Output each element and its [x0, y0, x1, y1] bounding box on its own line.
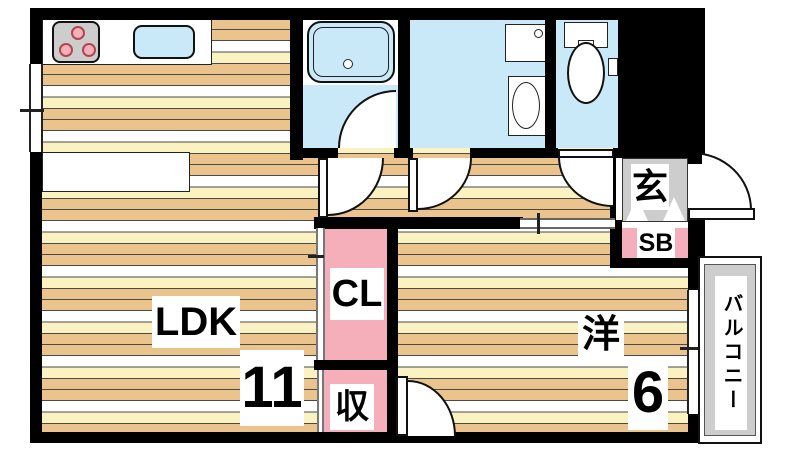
kitchen-sink-icon: [133, 25, 195, 59]
wall-right-lower: [688, 412, 700, 443]
service-shaft-block: [618, 8, 705, 158]
vanity-basin-icon: [512, 82, 540, 129]
island-counter: [42, 152, 190, 192]
wall-cl-right: [387, 217, 398, 443]
ldk-label: LDK: [152, 296, 240, 348]
wall-cl-top: [314, 217, 398, 229]
wall-left-lower: [30, 150, 42, 443]
ldk-size-label: 11: [240, 350, 304, 426]
entry-door-leaf: [688, 208, 755, 220]
wall-washroom-toilet: [545, 8, 556, 158]
storage-label: 収: [330, 384, 374, 430]
wall-sb-bottom: [610, 258, 705, 268]
toilet-bowl-icon: [567, 42, 605, 104]
western-room-door-leaf: [396, 376, 408, 436]
wall-left-upper: [30, 8, 42, 66]
bathtub-icon: [307, 21, 395, 83]
wall-entry-stub-top: [688, 152, 702, 164]
genkan-label: 玄: [631, 164, 669, 210]
washroom-door-leaf: [408, 158, 418, 212]
toilet-door-leaf: [558, 149, 614, 158]
burner-icon: [59, 43, 73, 57]
bathtub-inner-line: [313, 27, 389, 77]
genkan-step-strip: [616, 158, 622, 220]
wall-bath-bottom-3: [470, 148, 558, 158]
sliding-partition: [520, 218, 615, 229]
wall-bath-bottom-2: [394, 148, 413, 158]
burner-icon: [82, 43, 96, 57]
wall-top: [30, 8, 628, 20]
wall-bottom: [30, 432, 705, 443]
sliding-partition-tick: [537, 213, 540, 234]
burner-icon: [71, 26, 85, 40]
wall-entry-stub-bottom: [688, 210, 705, 258]
wall-bath-washroom: [398, 8, 410, 158]
closet-door-line: [316, 228, 325, 360]
vanity-icon: [508, 76, 546, 136]
bathtub-drain-icon: [343, 59, 353, 69]
toilet-paper-holder-icon: [608, 58, 618, 76]
closet-label: CL: [330, 268, 384, 320]
wall-bath-bottom-1: [290, 148, 338, 158]
wall-cl-storage-divider: [314, 360, 398, 370]
washing-machine-pan-icon: [505, 24, 547, 62]
window-left: [29, 64, 43, 152]
hallway-door-leaf: [318, 158, 328, 218]
wall-western-top: [390, 217, 523, 229]
window-right-tick: [680, 347, 698, 350]
wall-right-upper: [688, 258, 700, 292]
window-left-tick: [20, 109, 44, 112]
shoe-box-label: SB: [637, 228, 675, 258]
faucet-icon: [534, 29, 543, 38]
western-room-label: 洋: [578, 312, 624, 358]
western-room-size-label: 6: [628, 356, 668, 430]
stove-icon: [52, 21, 100, 63]
closet-door-tick: [308, 255, 324, 258]
storage-door-line: [317, 370, 324, 432]
balcony-label: バルコニー: [715, 276, 747, 430]
wall-kitchen-bath: [290, 8, 303, 160]
